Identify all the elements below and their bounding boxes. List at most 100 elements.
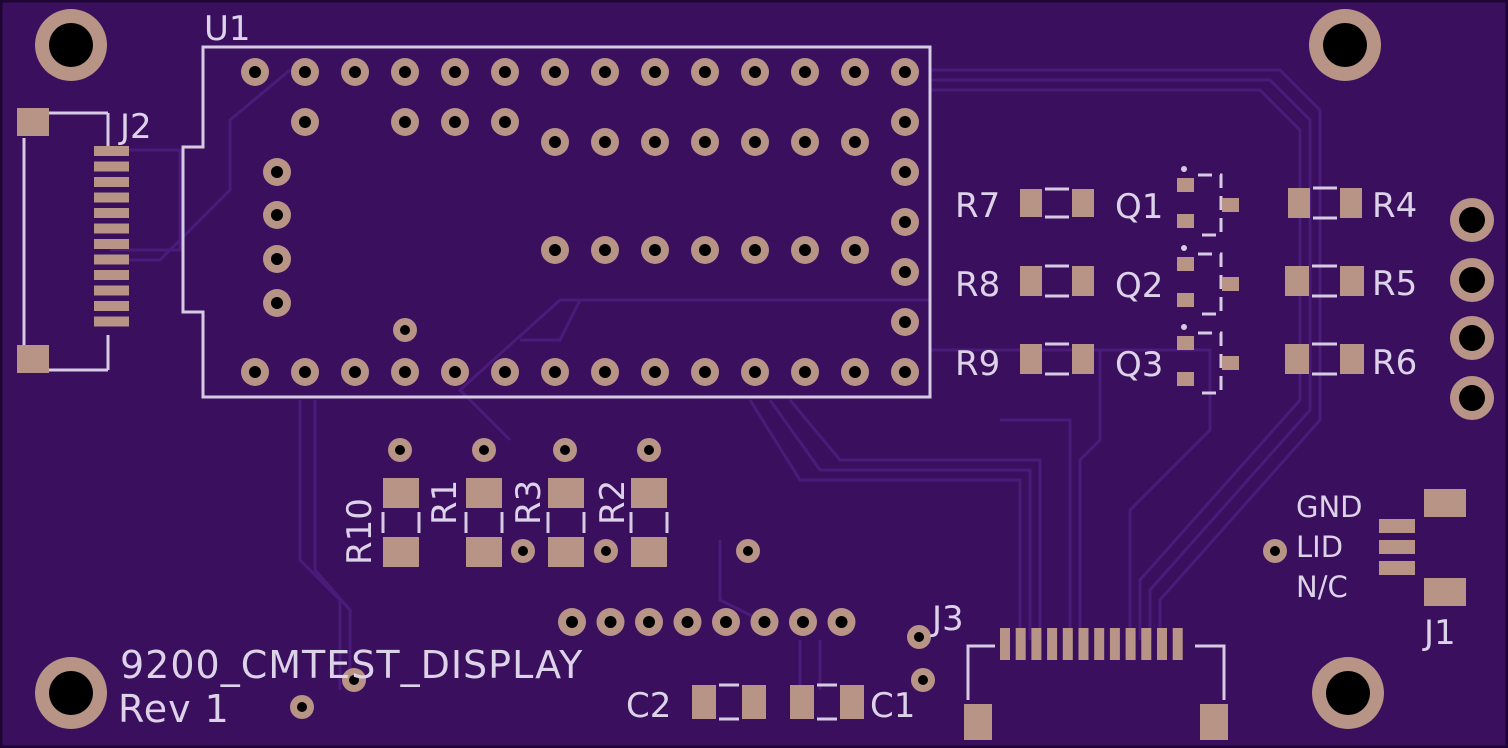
r4-pad-2 [1340, 188, 1362, 218]
bottom-header-pad [673, 608, 702, 636]
j1-pin-2 [1379, 540, 1415, 554]
r10-label: R10 [340, 498, 380, 565]
u1-pad [491, 58, 519, 86]
q2-footprint [1177, 245, 1239, 316]
r7-pad-1 [1020, 189, 1042, 217]
j2-pin [94, 161, 129, 172]
j3-mount-pad-right [1200, 704, 1228, 740]
vertical-resistors: R10 R1 R3 R2 [340, 438, 669, 567]
mounting-holes [35, 9, 1384, 729]
u1-pad [641, 358, 669, 386]
c2-pad-1 [692, 685, 716, 719]
j2-pin [94, 239, 129, 249]
r9-pad-2 [1072, 344, 1094, 374]
c1-label: C1 [870, 686, 915, 726]
u1-pad [791, 128, 819, 156]
u1-pad [641, 128, 669, 156]
r10-footprint: R10 [340, 438, 421, 567]
u1-pad [891, 108, 919, 136]
j2-connector: J2 [17, 107, 152, 373]
bottom-header-pads [558, 608, 856, 636]
r5-pad-2 [1340, 266, 1364, 296]
j3-pin [1172, 628, 1183, 660]
r8-label: R8 [955, 265, 1000, 305]
u1-pad [391, 58, 419, 86]
board-title: 9200_CMTEST_DISPLAY [120, 643, 583, 687]
bottom-header-pad [827, 608, 856, 636]
u1-pad [641, 58, 669, 86]
c2-pad-2 [742, 685, 766, 719]
u1-pad [591, 128, 619, 156]
r2-label: R2 [593, 480, 633, 525]
r6-pad-1 [1285, 344, 1309, 374]
u1-pad [691, 236, 719, 264]
u1-pad [741, 128, 769, 156]
u1-pad [891, 208, 919, 236]
u1-pad [491, 358, 519, 386]
j3-pin [1125, 628, 1136, 660]
u1-pad [341, 58, 369, 86]
j3-pin [1157, 628, 1167, 660]
edge-header-holes [1450, 198, 1494, 420]
j1-label: J1 [1422, 613, 1456, 653]
j1-connector: GND LID N/C J1 [1296, 489, 1466, 653]
u1-pad [591, 358, 619, 386]
q1-label: Q1 [1115, 187, 1163, 227]
r1-footprint: R1 [425, 438, 504, 567]
j1-pin-label-gnd: GND [1296, 490, 1363, 524]
u1-pad [441, 108, 469, 136]
j3-pin [1062, 628, 1073, 660]
j3-pin [1109, 628, 1120, 660]
r2-footprint: R2 [593, 438, 669, 567]
u1-pad [541, 236, 569, 264]
u1-pad [891, 358, 919, 386]
r5-label: R5 [1372, 264, 1417, 304]
u1-pad [541, 58, 569, 86]
u1-pad [391, 358, 419, 386]
bottom-header-pad [558, 608, 586, 636]
u1-pad [691, 58, 719, 86]
u1-pad [441, 358, 469, 386]
j1-pin-label-lid: LID [1296, 530, 1343, 564]
r6-label: R6 [1372, 343, 1417, 383]
j2-pin [94, 223, 129, 234]
j3-pin [1047, 628, 1058, 660]
u1-pad [891, 258, 919, 286]
bottom-header-pad [712, 608, 740, 636]
capacitors: C2 C1 [626, 683, 915, 726]
j2-pin [94, 285, 129, 296]
u1-pad [691, 128, 719, 156]
u1-pad [263, 289, 291, 317]
u1-pad [891, 308, 919, 336]
r1-label: R1 [425, 480, 465, 525]
j3-mount-pad-left [964, 704, 992, 740]
u1-pad [891, 158, 919, 186]
u1-pad [891, 58, 919, 86]
r8-pad-2 [1072, 266, 1094, 296]
u1-pad [791, 58, 819, 86]
j3-pin [1094, 628, 1105, 660]
c1-pad-1 [790, 685, 814, 719]
mount-hole-top-left [35, 9, 107, 81]
copper-traces [110, 68, 1322, 690]
j3-connector: J3 [930, 599, 1228, 740]
u1-pad [263, 245, 291, 273]
u1-pad [291, 358, 319, 386]
q1-footprint [1177, 166, 1239, 237]
u1-pad [441, 58, 469, 86]
j3-pins [1000, 628, 1183, 660]
r7-pad-2 [1072, 189, 1094, 217]
u1-pad [263, 158, 291, 186]
j2-pins [94, 146, 129, 327]
u1-pad [291, 108, 319, 136]
u1-pad [341, 358, 369, 386]
j2-mount-pad-top [17, 108, 49, 136]
bottom-header-pad [596, 608, 625, 636]
u1-pad [391, 108, 419, 136]
vias [290, 318, 1287, 719]
j3-pin [1015, 628, 1026, 660]
j3-pin [1078, 628, 1089, 660]
j3-pin [1031, 628, 1042, 660]
j1-pin-label-nc: N/C [1296, 570, 1348, 604]
